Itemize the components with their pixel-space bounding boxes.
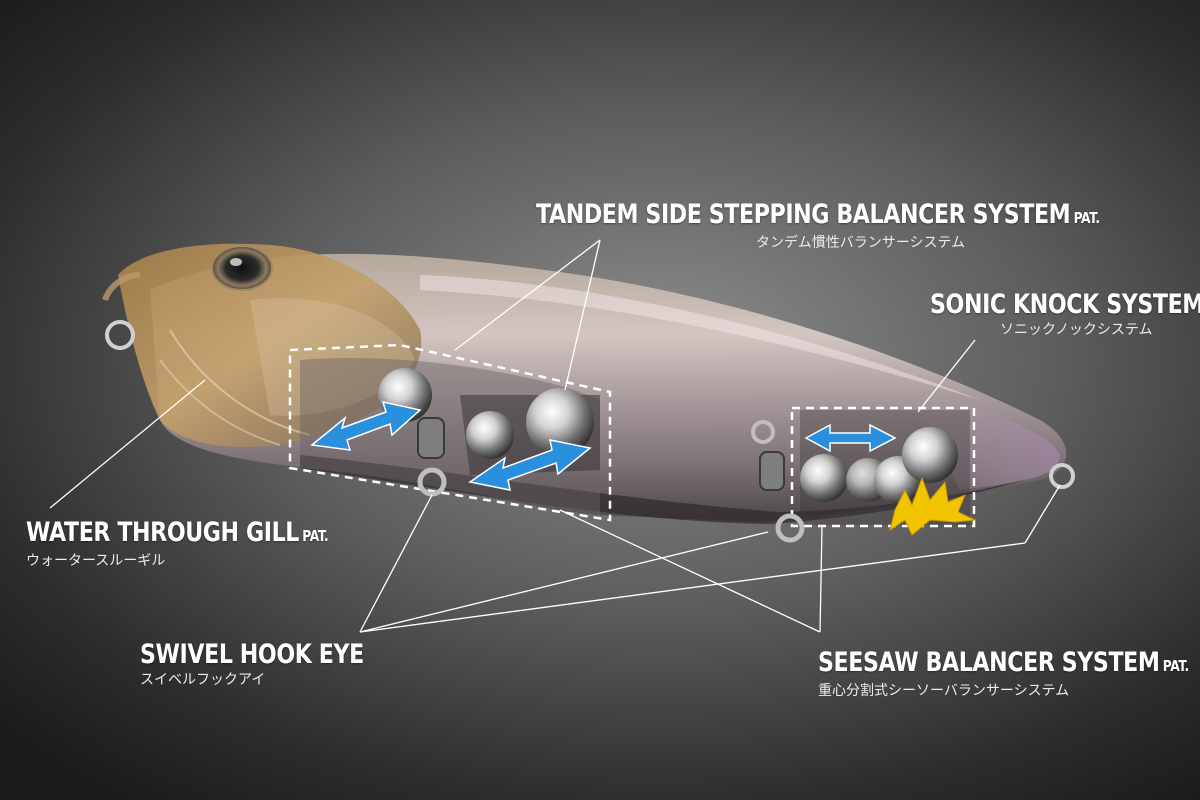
water-jp: ウォータースルーギル — [26, 553, 166, 569]
knock-burst-icon — [889, 476, 977, 536]
double-arrow-icon — [310, 400, 897, 491]
swivel-title: SWIVEL HOOK EYE — [140, 639, 364, 670]
water-pat: PAT. — [302, 527, 329, 545]
tandem-jp: タンデム慣性バランサーシステム — [756, 235, 966, 251]
sonic-jp: ソニックノックシステム — [1000, 322, 1153, 338]
swivel-jp: スイベルフックアイ — [140, 672, 266, 688]
seesaw-title: SEESAW BALANCER SYSTEM — [818, 647, 1160, 678]
water-title: WATER THROUGH GILL — [26, 517, 299, 548]
seesaw-jp: 重心分割式シーソーバランサーシステム — [818, 683, 1070, 699]
seesaw-pat: PAT. — [1162, 657, 1189, 675]
tandem-pat: PAT. — [1073, 209, 1100, 227]
tandem-title: TANDEM SIDE STEPPING BALANCER SYSTEM — [536, 199, 1071, 230]
sonic-label: SONIC KNOCK SYSTEM ソニックノックシステム — [930, 290, 1200, 340]
sonic-title: SONIC KNOCK SYSTEM — [930, 289, 1200, 320]
swivel-label: SWIVEL HOOK EYE スイベルフックアイ — [140, 640, 413, 690]
